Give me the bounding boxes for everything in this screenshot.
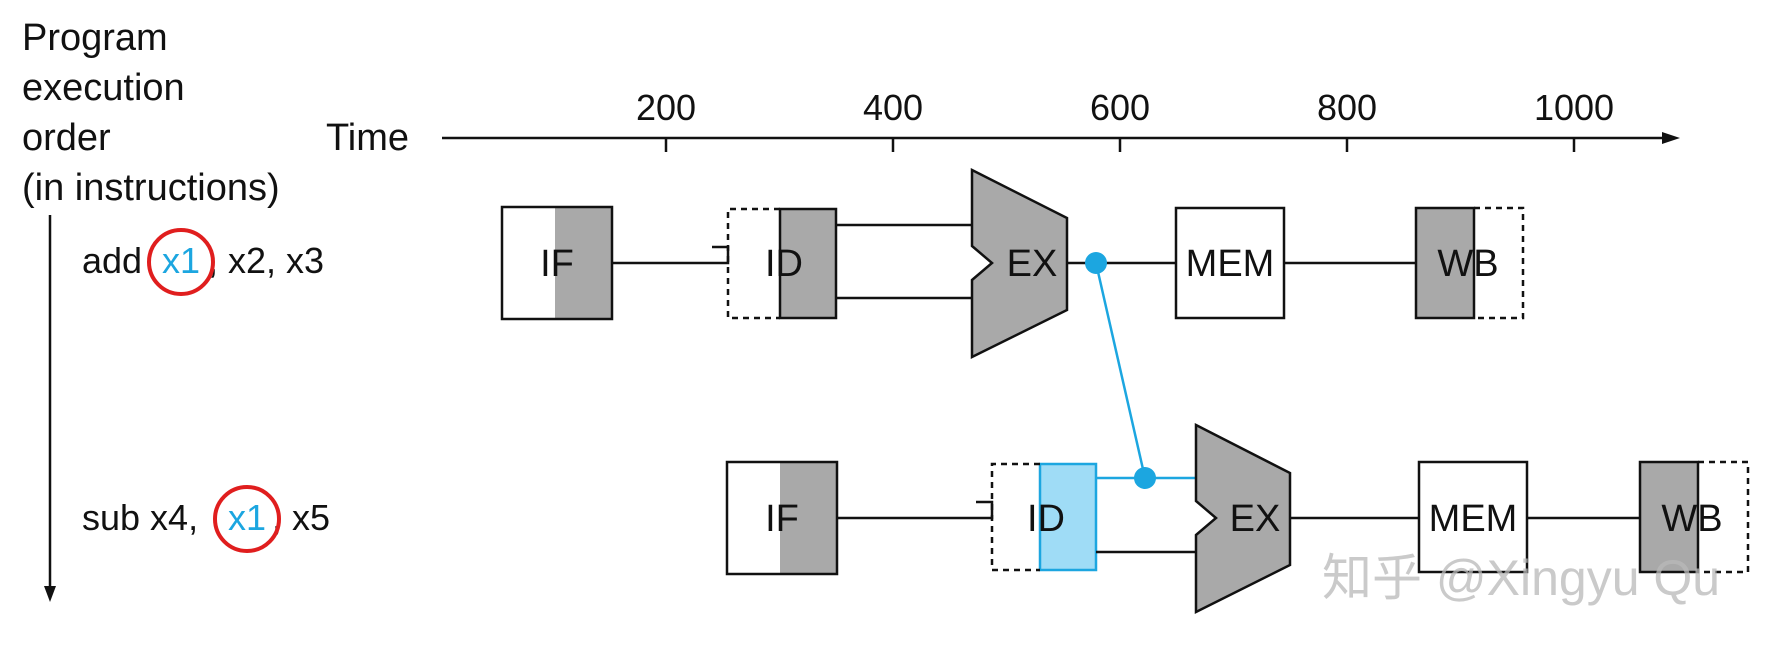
program-order-line-4: (in instructions) (22, 167, 280, 209)
stage-wb-sub: WB (1638, 460, 1750, 574)
pipeline-row-add: IF ID EX MEM WB (500, 167, 1525, 360)
time-tick-label: 200 (636, 87, 696, 128)
time-tick-label: 600 (1090, 87, 1150, 128)
stage-ex-add: EX (970, 167, 1069, 360)
instruction-add-op: add (82, 240, 142, 281)
instruction-sub-prefix: sub x4, (82, 497, 198, 538)
stage-ex-sub: EX (1194, 422, 1292, 615)
instruction-sub: sub x4, x1 , x5 (82, 485, 330, 553)
time-tick-label: 800 (1317, 87, 1377, 128)
forward-dest-dot (1134, 467, 1156, 489)
stage-if-sub: IF (725, 460, 839, 576)
stage-label: IF (765, 498, 799, 540)
forwarding-path (1085, 252, 1156, 489)
stage-id-sub: ID (990, 462, 1098, 572)
stage-mem-add: MEM (1174, 206, 1286, 320)
time-tick-label: 1000 (1534, 87, 1614, 128)
time-tick-200: 200 (636, 87, 696, 152)
instruction-sub-src: x1 (228, 497, 266, 538)
forward-source-dot (1085, 252, 1107, 274)
time-tick-400: 400 (863, 87, 923, 152)
time-axis: 200 400 600 800 1000 (442, 87, 1680, 152)
program-order-arrow (44, 215, 56, 602)
time-tick-600: 600 (1090, 87, 1150, 152)
time-tick-1000: 1000 (1534, 87, 1614, 152)
stage-label: EX (1230, 498, 1281, 540)
stage-id-add: ID (726, 207, 838, 320)
stage-label: MEM (1186, 243, 1275, 285)
watermark: 知乎 @Xingyu Qu (1322, 550, 1720, 606)
register-highlight-circle (213, 485, 281, 553)
instruction-add-operands: , x2, x3 (208, 240, 324, 281)
stage-label: WB (1661, 498, 1722, 540)
pipeline-row-sub: IF ID EX MEM WB (725, 422, 1750, 615)
stage-label: EX (1007, 243, 1058, 285)
stage-label: WB (1437, 243, 1498, 285)
program-order-label: Program execution order (in instructions… (22, 17, 280, 209)
stage-label: ID (1027, 498, 1065, 540)
stage-if-add: IF (500, 205, 614, 321)
time-axis-label: Time (326, 117, 409, 159)
program-order-line-2: execution (22, 67, 185, 109)
stage-mem-sub: MEM (1417, 460, 1529, 574)
stage-wb-add: WB (1414, 206, 1525, 320)
stage-label: IF (540, 243, 574, 285)
stage-label: ID (765, 243, 803, 285)
instruction-add: add x1 , x2, x3 (82, 228, 324, 296)
register-bracket (712, 245, 730, 265)
stage-label: MEM (1429, 498, 1518, 540)
program-order-line-1: Program (22, 17, 168, 59)
instruction-sub-operands: , x5 (272, 497, 330, 538)
instruction-add-dest: x1 (162, 240, 200, 281)
time-tick-label: 400 (863, 87, 923, 128)
program-order-line-3: order (22, 117, 111, 159)
register-highlight-circle (147, 228, 215, 296)
time-tick-800: 800 (1317, 87, 1377, 152)
register-bracket (976, 500, 994, 520)
